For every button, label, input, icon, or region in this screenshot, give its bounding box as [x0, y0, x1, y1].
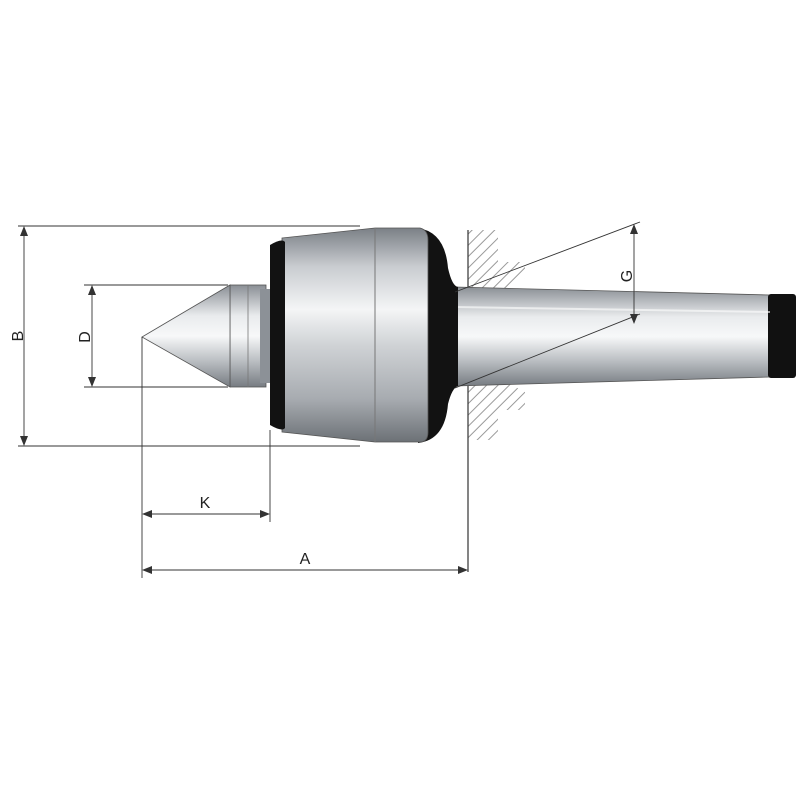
dimension-label-D: D	[77, 331, 94, 343]
tailstock-section	[467, 230, 525, 572]
dimension-B: B	[10, 226, 28, 446]
dimension-A: A	[142, 551, 468, 574]
morse-taper-shank	[454, 286, 796, 387]
dimension-label-G: G	[619, 270, 636, 282]
conical-point	[141, 284, 231, 388]
extension-lines	[18, 221, 641, 578]
dimension-D: D	[77, 285, 96, 387]
dimension-label-A: A	[300, 551, 311, 568]
bearing-body	[270, 227, 429, 443]
dimension-label-K: K	[200, 495, 211, 512]
dimension-label-B: B	[10, 331, 27, 342]
shank-end-tang	[768, 294, 796, 378]
dimension-G: G	[619, 224, 638, 324]
dimension-K: K	[142, 495, 270, 518]
center-neck	[229, 284, 270, 388]
